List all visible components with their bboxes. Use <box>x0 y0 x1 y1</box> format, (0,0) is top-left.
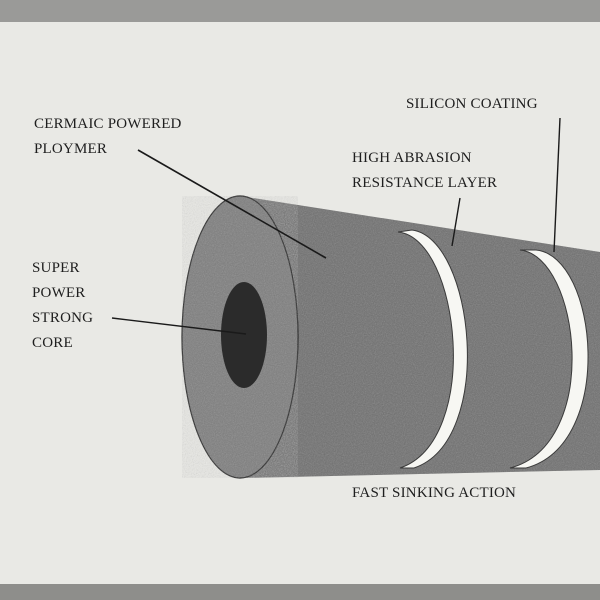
core-hole <box>221 282 267 388</box>
label-silicon-coating: SILICON COATING <box>406 96 538 112</box>
leader-line-core <box>111 317 247 335</box>
label-core: SUPER POWER STRONG CORE <box>32 260 94 351</box>
leader-line-silicon-coating <box>553 117 561 253</box>
silicon-band <box>509 249 589 469</box>
label-abrasion-layer: HIGH ABRASION RESISTANCE LAYER <box>352 150 498 191</box>
leader-line-abrasion-layer <box>451 197 461 247</box>
bottom-frame-band <box>0 584 600 600</box>
label-ceramic-polymer: CERMAIC POWERED PLOYMER <box>34 116 182 157</box>
leader-line-ceramic-polymer <box>137 149 327 259</box>
label-sinking-action: FAST SINKING ACTION <box>352 485 517 501</box>
abrasion-band <box>397 229 468 469</box>
